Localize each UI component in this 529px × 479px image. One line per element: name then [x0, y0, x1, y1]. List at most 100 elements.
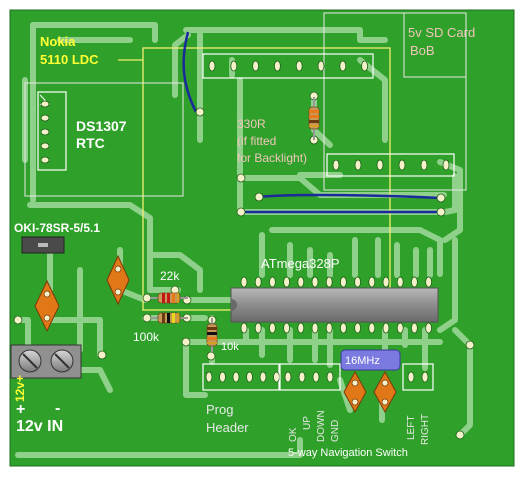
chip-pin — [410, 276, 418, 288]
pin-gnd-label: GND — [330, 420, 341, 442]
nav-switch-label: 5-way Navigation Switch — [288, 447, 408, 459]
prog-header-pin — [259, 371, 267, 383]
chip-pin — [325, 276, 333, 288]
rtc-header-pin — [40, 156, 50, 164]
nav-switch-header — [279, 363, 341, 391]
lcd-header-pin — [361, 60, 369, 72]
chip-pins-top — [240, 276, 433, 288]
rtc-header-pins — [40, 100, 50, 164]
rtc-label-line1: DS1307 — [76, 118, 127, 134]
chip-pin — [396, 276, 404, 288]
chip-pin — [283, 276, 291, 288]
chip-pin — [368, 276, 376, 288]
rtc-header-pin — [40, 114, 50, 122]
lcd-header-pin — [252, 60, 260, 72]
pin-right-label: RIGHT — [420, 414, 431, 445]
nav-switch-pin — [312, 371, 320, 383]
lcd-header-pin — [208, 60, 216, 72]
mcu-label: ATmega328P — [261, 256, 340, 271]
lcd-header-pin — [230, 60, 238, 72]
lcd-header-pin — [339, 60, 347, 72]
nav-switch-lr-pin — [421, 371, 429, 383]
chip-pin — [410, 322, 418, 334]
regulator-marker — [38, 243, 48, 247]
sd-header-pin — [420, 159, 428, 171]
plus-label: + — [16, 401, 25, 418]
sd-header-pin — [332, 159, 340, 171]
sd-label-line2: BoB — [410, 43, 435, 58]
chip-pin — [297, 276, 305, 288]
crystal-capacitor-2 — [373, 370, 397, 414]
pin-down-label: DOWN — [316, 410, 327, 442]
lcd-label-line1: Nokia — [40, 34, 76, 49]
pin-up-label: UP — [302, 416, 313, 430]
pin-left-label: LEFT — [406, 416, 417, 440]
chip-pin — [254, 322, 262, 334]
nav-switch-header-lr — [402, 363, 434, 391]
lcd-label-line2: 5110 LDC — [40, 52, 99, 67]
backlight-label-line1: 330R — [237, 117, 266, 131]
r22k-label: 22k — [160, 269, 180, 283]
rtc-label-line2: RTC — [76, 135, 105, 151]
chip-pin — [268, 322, 276, 334]
sd-header-pin — [354, 159, 362, 171]
nav-switch-pin — [326, 371, 334, 383]
extra-pads — [13, 315, 475, 440]
r10k-label: 10k — [221, 341, 239, 353]
prog-header-pin — [273, 371, 280, 383]
chip-pin — [240, 322, 248, 334]
prog-header-pin — [219, 371, 226, 383]
chip-pin — [354, 322, 362, 334]
sd-header-pin — [442, 159, 450, 171]
lcd-header-pin — [273, 60, 281, 72]
minus-label: - — [55, 400, 60, 417]
sd-header-pin — [376, 159, 384, 171]
nav-switch-pin — [284, 371, 292, 383]
chip-pin — [311, 322, 319, 334]
backlight-label-line3: for Backlight) — [237, 151, 307, 165]
capacitor-2 — [106, 254, 130, 306]
prog-header-pin — [232, 371, 240, 383]
rtc-header-pin — [40, 142, 50, 150]
capacitors — [34, 254, 397, 414]
rtc-header-pin — [40, 100, 50, 108]
crystal-label: 16MHz — [345, 355, 380, 367]
prog-label-line2: Header — [206, 420, 249, 435]
backlight-label-line2: (if fitted — [237, 134, 276, 148]
chip-pin — [396, 322, 404, 334]
r100k-label: 100k — [133, 330, 160, 344]
chip-pin — [325, 322, 333, 334]
prog-label-line1: Prog — [206, 402, 233, 417]
chip-pins-bottom — [240, 322, 433, 334]
resistor-10k — [206, 318, 218, 352]
resistor-330r — [308, 97, 320, 140]
prog-header-pin — [246, 371, 253, 383]
capacitor-1 — [34, 279, 60, 333]
rotated-12v-label: 12v+ — [13, 375, 27, 402]
nav-switch-lr-pins — [407, 371, 429, 383]
atmega328p-chip — [230, 276, 439, 334]
lcd-header-pin — [295, 60, 303, 72]
jumper-wire-1 — [257, 193, 441, 200]
chip-pin — [339, 276, 347, 288]
chip-pin — [240, 276, 248, 288]
chip-pin — [339, 322, 347, 334]
resistor-22k — [150, 292, 188, 304]
chip-body — [230, 287, 439, 323]
chip-pin — [268, 276, 276, 288]
sd-header-pin — [398, 159, 406, 171]
rtc-header-pin — [40, 128, 50, 136]
sd-card-outline — [323, 12, 467, 191]
chip-pin — [297, 322, 305, 334]
regulator-label: OKI-78SR-5/5.1 — [14, 221, 100, 235]
resistor-100k — [150, 312, 188, 324]
lcd-header-pins — [208, 60, 369, 72]
lcd-header — [202, 53, 374, 79]
crystal-capacitor-1 — [343, 370, 367, 414]
nav-switch-pins — [284, 371, 334, 383]
prog-header-pin — [205, 371, 213, 383]
chip-pin — [283, 322, 291, 334]
lcd-header-pin — [317, 60, 325, 72]
input-label: 12v IN — [16, 418, 63, 435]
